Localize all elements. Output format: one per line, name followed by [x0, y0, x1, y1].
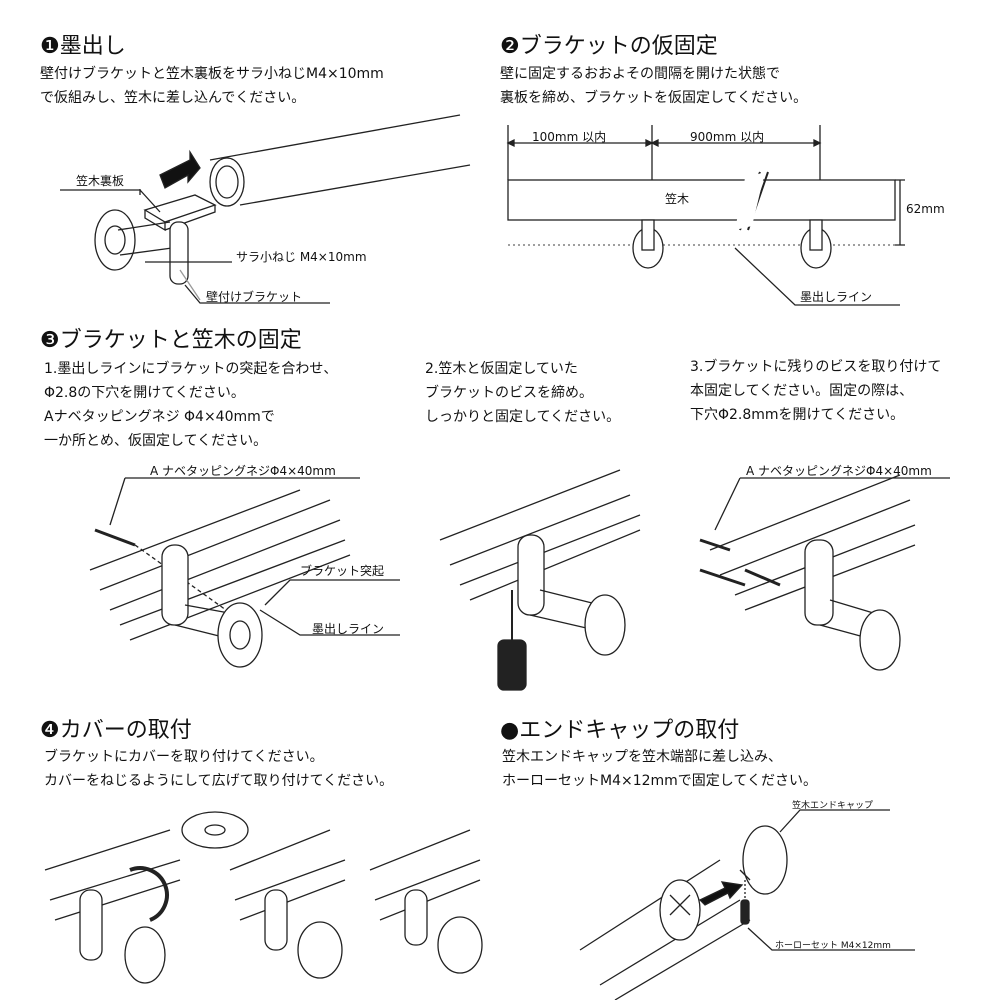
- label-screw: サラ小ねじ M4×10mm: [236, 250, 367, 264]
- section5-drawing: [579, 809, 915, 1000]
- text-line: 壁付けブラケットと笠木裏板をサラ小ねじM4×10mm: [40, 66, 384, 82]
- section3-drawing-step3: [699, 474, 950, 671]
- section2-drawing: [506, 125, 905, 306]
- text-line: 2.笠木と仮固定していた: [425, 361, 578, 377]
- text-line: Φ2.8の下穴を開けてください。: [44, 385, 245, 401]
- section4-text: ブラケットにカバーを取り付けてください。 カバーをねじるようにして広げて取り付け…: [44, 745, 393, 793]
- text-line: 下穴Φ2.8mmを開けてください。: [690, 407, 905, 423]
- section5-text: 笠木エンドキャップを笠木端部に差し込み、 ホーローセットM4×12mmで固定して…: [502, 745, 817, 793]
- section3-step3-text: 3.ブラケットに残りのビスを取り付けて 本固定してください。固定の際は、 下穴Φ…: [690, 355, 941, 427]
- label-bracket: 壁付けブラケット: [206, 290, 303, 304]
- section1-text: 壁付けブラケットと笠木裏板をサラ小ねじM4×10mm で仮組みし、笠木に差し込ん…: [40, 62, 384, 110]
- label-set-screw: ホーローセット M4×12mm: [775, 941, 891, 951]
- text-line: Aナベタッピングネジ Φ4×40mmで: [44, 409, 275, 425]
- label-marking-line: 墨出しライン: [800, 290, 873, 304]
- text-line: ホーローセットM4×12mmで固定してください。: [502, 773, 817, 789]
- text-line: 3.ブラケットに残りのビスを取り付けて: [690, 359, 942, 375]
- text-line: 本固定してください。固定の際は、: [690, 383, 914, 399]
- text-line: で仮組みし、笠木に差し込んでください。: [40, 90, 306, 106]
- section3-drawing-step1: [89, 477, 400, 668]
- section3-step2-text: 2.笠木と仮固定していた ブラケットのビスを締め。 しっかりと固定してください。: [425, 357, 620, 429]
- text-line: 壁に固定するおおよその間隔を開けた状態で: [500, 66, 780, 82]
- section2-title: ❷ブラケットの仮固定: [500, 34, 718, 59]
- arrow-icon: [698, 881, 744, 906]
- section5-title: ●エンドキャップの取付: [500, 718, 740, 743]
- label-height: 62mm: [906, 202, 945, 216]
- text-line: 笠木エンドキャップを笠木端部に差し込み、: [502, 749, 782, 765]
- label-end-cap: 笠木エンドキャップ: [792, 801, 874, 811]
- section3-step1-text: 1.墨出しラインにブラケットの突起を合わせ、 Φ2.8の下穴を開けてください。 …: [44, 357, 337, 453]
- label-dim-right: 900mm 以内: [690, 130, 765, 144]
- text-line: ブラケットにカバーを取り付けてください。: [44, 749, 324, 765]
- label-screw-a-right: A ナベタッピングネジΦ4×40mm: [746, 464, 932, 478]
- section3-drawing-step2: [439, 469, 641, 691]
- text-line: 裏板を締め、ブラケットを仮固定してください。: [500, 90, 808, 106]
- section1-title: ❶墨出し: [40, 34, 126, 59]
- label-marking-line: 墨出しライン: [312, 622, 385, 636]
- text-line: しっかりと固定してください。: [425, 409, 621, 425]
- section1-drawing: [60, 114, 471, 304]
- text-line: ブラケットのビスを締め。: [425, 385, 593, 401]
- label-dim-left: 100mm 以内: [532, 130, 607, 144]
- section2-text: 壁に固定するおおよその間隔を開けた状態で 裏板を締め、ブラケットを仮固定してくだ…: [500, 62, 807, 110]
- text-line: 一か所とめ、仮固定してください。: [44, 433, 268, 449]
- label-rail: 笠木: [665, 192, 690, 206]
- label-screw-a: A ナベタッピングネジΦ4×40mm: [150, 464, 336, 478]
- arrow-icon: [159, 149, 201, 189]
- section3-title: ❸ブラケットと笠木の固定: [40, 328, 302, 353]
- label-protrusion: ブラケット突起: [300, 564, 385, 578]
- section4-drawing: [44, 811, 483, 984]
- section4-title: ❹カバーの取付: [40, 718, 192, 743]
- text-line: 1.墨出しラインにブラケットの突起を合わせ、: [44, 361, 338, 377]
- label-back-plate: 笠木裏板: [76, 174, 125, 188]
- text-line: カバーをねじるようにして広げて取り付けてください。: [44, 773, 394, 789]
